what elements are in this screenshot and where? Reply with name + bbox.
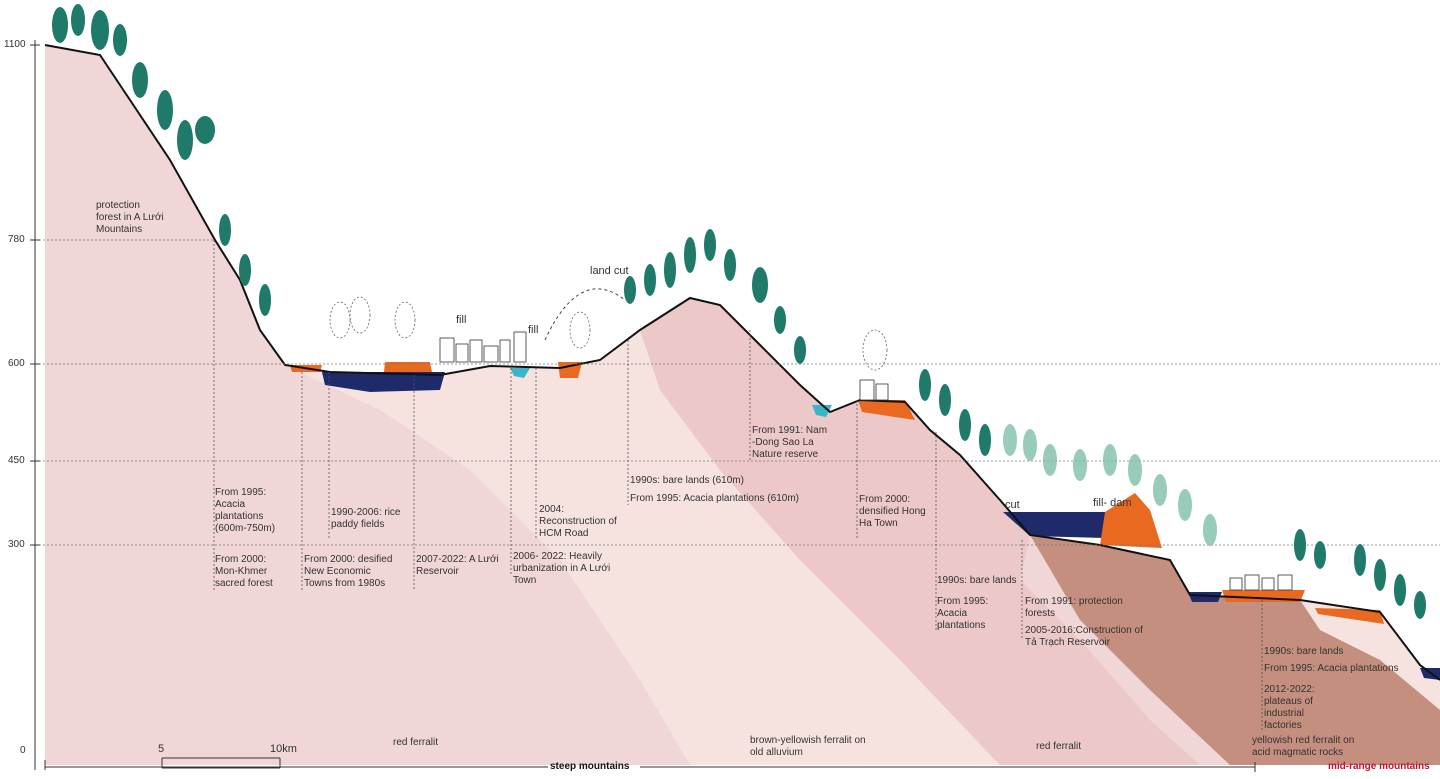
town-buildings	[439, 331, 1293, 591]
fill-pad-3	[558, 362, 582, 378]
soil-yellowish-band	[1300, 600, 1440, 710]
tatrach-dam	[1100, 493, 1162, 548]
annotation-rice-paddy: 1990-2006: rice paddy fields	[331, 507, 401, 530]
annotation-acacia-610: From 1995: Acacia plantations (610m)	[630, 493, 799, 504]
annotation-industrial: 2012-2022: plateaus of industrial factor…	[1264, 684, 1315, 731]
scale-label-10km: 10km	[270, 743, 297, 755]
axis-tick-0: 0	[20, 745, 26, 756]
industrial-fill-2	[1315, 608, 1384, 624]
scale-label-5: 5	[158, 743, 165, 755]
label-fill-dam: fill- dam	[1093, 497, 1132, 509]
label-fill-2: fill	[528, 324, 539, 336]
axis-tick-450: 450	[8, 455, 25, 466]
annotation-acacia-1995: From 1995: Acacia plantations (600m-750m…	[215, 487, 276, 534]
soil-label-red-right: red ferralit	[1036, 741, 1082, 752]
river-water-1	[510, 368, 530, 378]
elevation-gridlines	[35, 239, 1440, 546]
forest-trees	[52, 4, 1426, 619]
annotation-nam-dong: From 1991: Nam -Dong Sao La Nature reser…	[752, 425, 828, 460]
annotation-leaders	[213, 240, 1263, 730]
annotation-bare-lands-1: 1990s: bare lands	[937, 575, 1017, 586]
annotation-protection-forest: protection forest in A Lưới Mountains	[96, 200, 164, 235]
annotation-urbanization: 2006- 2022: Heavily urbanization in A Lư…	[513, 551, 611, 586]
annotation-bare-lands-610: 1990s: bare lands (610m)	[630, 475, 744, 486]
terrain-profile-line	[44, 44, 1440, 681]
soil-alluvium-band	[300, 330, 1000, 765]
acacia-trees	[1003, 424, 1217, 546]
land-cut-arrow	[544, 288, 626, 341]
label-cut: cut	[1005, 499, 1020, 511]
hongha-fill	[858, 400, 915, 420]
annotation-ta-trach: 2005-2016:Construction of Tả Trạch Reser…	[1025, 625, 1143, 648]
axis-tick-600: 600	[8, 358, 25, 369]
zone-mid-range-mountains: mid-range mountains	[1328, 761, 1430, 772]
soil-label-red-left: red ferralit	[393, 737, 439, 748]
annotation-hcm-road: 2004: Reconstruction of HCM Road	[539, 504, 617, 539]
annotation-new-economic-towns: From 2000: desified New Economic Towns f…	[304, 554, 393, 589]
sketch-trees	[329, 296, 888, 371]
annotation-hong-ha: From 2000: densified Hong Ha Town	[859, 494, 926, 529]
soil-label-yellowish: yellowish red ferralit on acid magmatic …	[1252, 735, 1355, 758]
axis-tick-1100: 1100	[4, 39, 26, 50]
zone-bracket	[44, 760, 1256, 772]
soil-label-brown-yellow: brown-yellowish ferralit on old alluvium	[750, 735, 866, 758]
scale-bar	[161, 757, 281, 769]
annotation-aluoi-reservoir: 2007-2022: A Lưới Reservoir	[416, 554, 499, 577]
tatrach-reservoir	[1003, 512, 1112, 538]
axis-ticks	[30, 44, 40, 546]
axis-tick-780: 780	[8, 234, 25, 245]
annotation-protection-forests: From 1991: protection forests	[1025, 596, 1123, 619]
annotation-acacia-2: From 1995: Acacia plantations	[937, 596, 989, 631]
zone-steep-mountains: steep mountains	[550, 761, 630, 772]
label-land-cut: land cut	[590, 265, 629, 277]
annotation-bare-lands-2: 1990s: bare lands	[1264, 646, 1344, 657]
fill-pad-1	[384, 362, 432, 372]
soil-brown-band	[1030, 535, 1440, 765]
label-fill-1: fill	[456, 314, 467, 326]
soil-mid-band	[640, 298, 1200, 765]
annotation-mon-khmer: From 2000: Mon-Khmer sacred forest	[215, 554, 273, 589]
annotation-acacia-3: From 1995: Acacia plantations	[1264, 663, 1399, 674]
axis-tick-300: 300	[8, 539, 25, 550]
